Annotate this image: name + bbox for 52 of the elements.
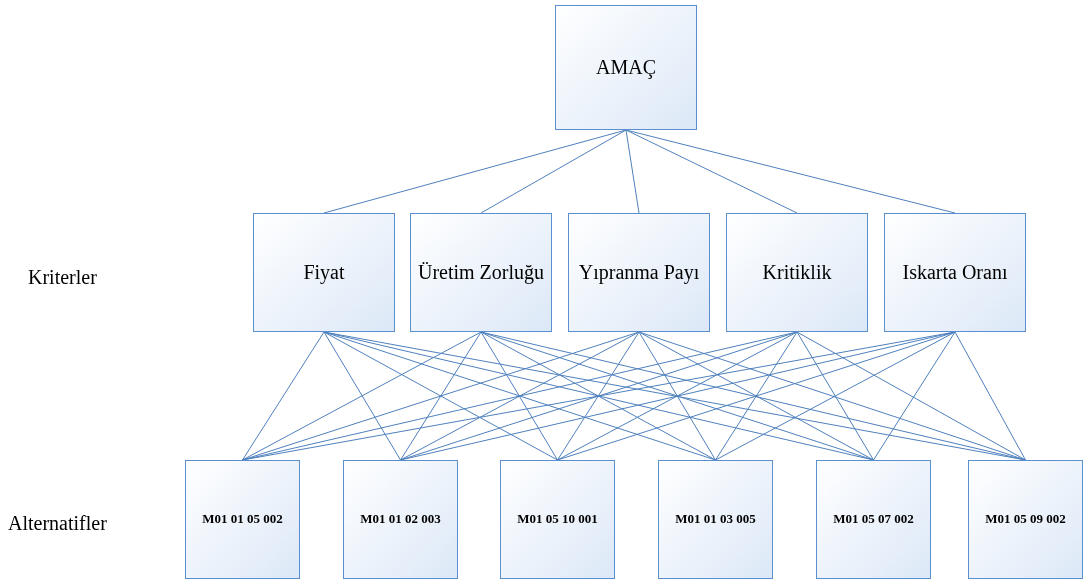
node-box bbox=[568, 213, 710, 332]
connector-line bbox=[400, 331, 640, 461]
connector-line bbox=[715, 331, 798, 461]
node-label: M01 01 03 005 bbox=[675, 511, 756, 528]
connector-line bbox=[242, 331, 482, 461]
node-label: M01 05 10 001 bbox=[517, 511, 598, 528]
connector-line bbox=[625, 129, 640, 214]
connector-line bbox=[323, 331, 401, 461]
node-label: Iskarta Oranı bbox=[902, 259, 1008, 285]
node-label: M01 05 09 002 bbox=[985, 511, 1066, 528]
node-label: M01 01 02 003 bbox=[360, 511, 441, 528]
connector-line bbox=[625, 129, 956, 214]
connector-line bbox=[480, 331, 716, 461]
node-box bbox=[658, 460, 773, 579]
connector-line bbox=[873, 331, 956, 461]
node-box bbox=[968, 460, 1083, 579]
node-label: Üretim Zorluğu bbox=[417, 259, 545, 286]
connector-line bbox=[796, 331, 874, 461]
level-label: Alternatifler bbox=[8, 511, 107, 536]
connector-line bbox=[480, 129, 627, 214]
connector-line bbox=[557, 331, 640, 461]
connector-line bbox=[400, 331, 482, 461]
node-label: AMAÇ bbox=[596, 54, 656, 81]
connector-line bbox=[625, 129, 798, 214]
connector-line bbox=[638, 331, 716, 461]
node-box bbox=[816, 460, 931, 579]
node-label: Fiyat bbox=[303, 259, 345, 286]
connector-line bbox=[715, 331, 956, 461]
connector-line bbox=[400, 331, 798, 461]
node-label: M01 01 05 002 bbox=[202, 511, 283, 528]
connector-line bbox=[323, 331, 558, 461]
connector-line bbox=[242, 331, 325, 461]
connector-line bbox=[638, 331, 1026, 461]
node-label: M01 05 07 002 bbox=[833, 511, 914, 528]
node-label: Yıpranma Payı bbox=[578, 259, 700, 286]
node-box bbox=[410, 213, 552, 332]
node-box bbox=[253, 213, 395, 332]
node-box bbox=[500, 460, 615, 579]
node-box bbox=[555, 5, 697, 130]
node-box bbox=[726, 213, 868, 332]
node-box bbox=[884, 213, 1026, 332]
connector-line bbox=[480, 331, 558, 461]
node-box bbox=[343, 460, 458, 579]
connector-line bbox=[638, 331, 874, 461]
node-label: Kritiklik bbox=[762, 259, 832, 285]
connector-line bbox=[954, 331, 1026, 461]
connector-line bbox=[242, 331, 640, 461]
level-label: Kriterler bbox=[28, 265, 97, 290]
node-box bbox=[185, 460, 300, 579]
connector-line bbox=[557, 331, 798, 461]
connector-line bbox=[796, 331, 1026, 461]
connector-line bbox=[557, 331, 956, 461]
